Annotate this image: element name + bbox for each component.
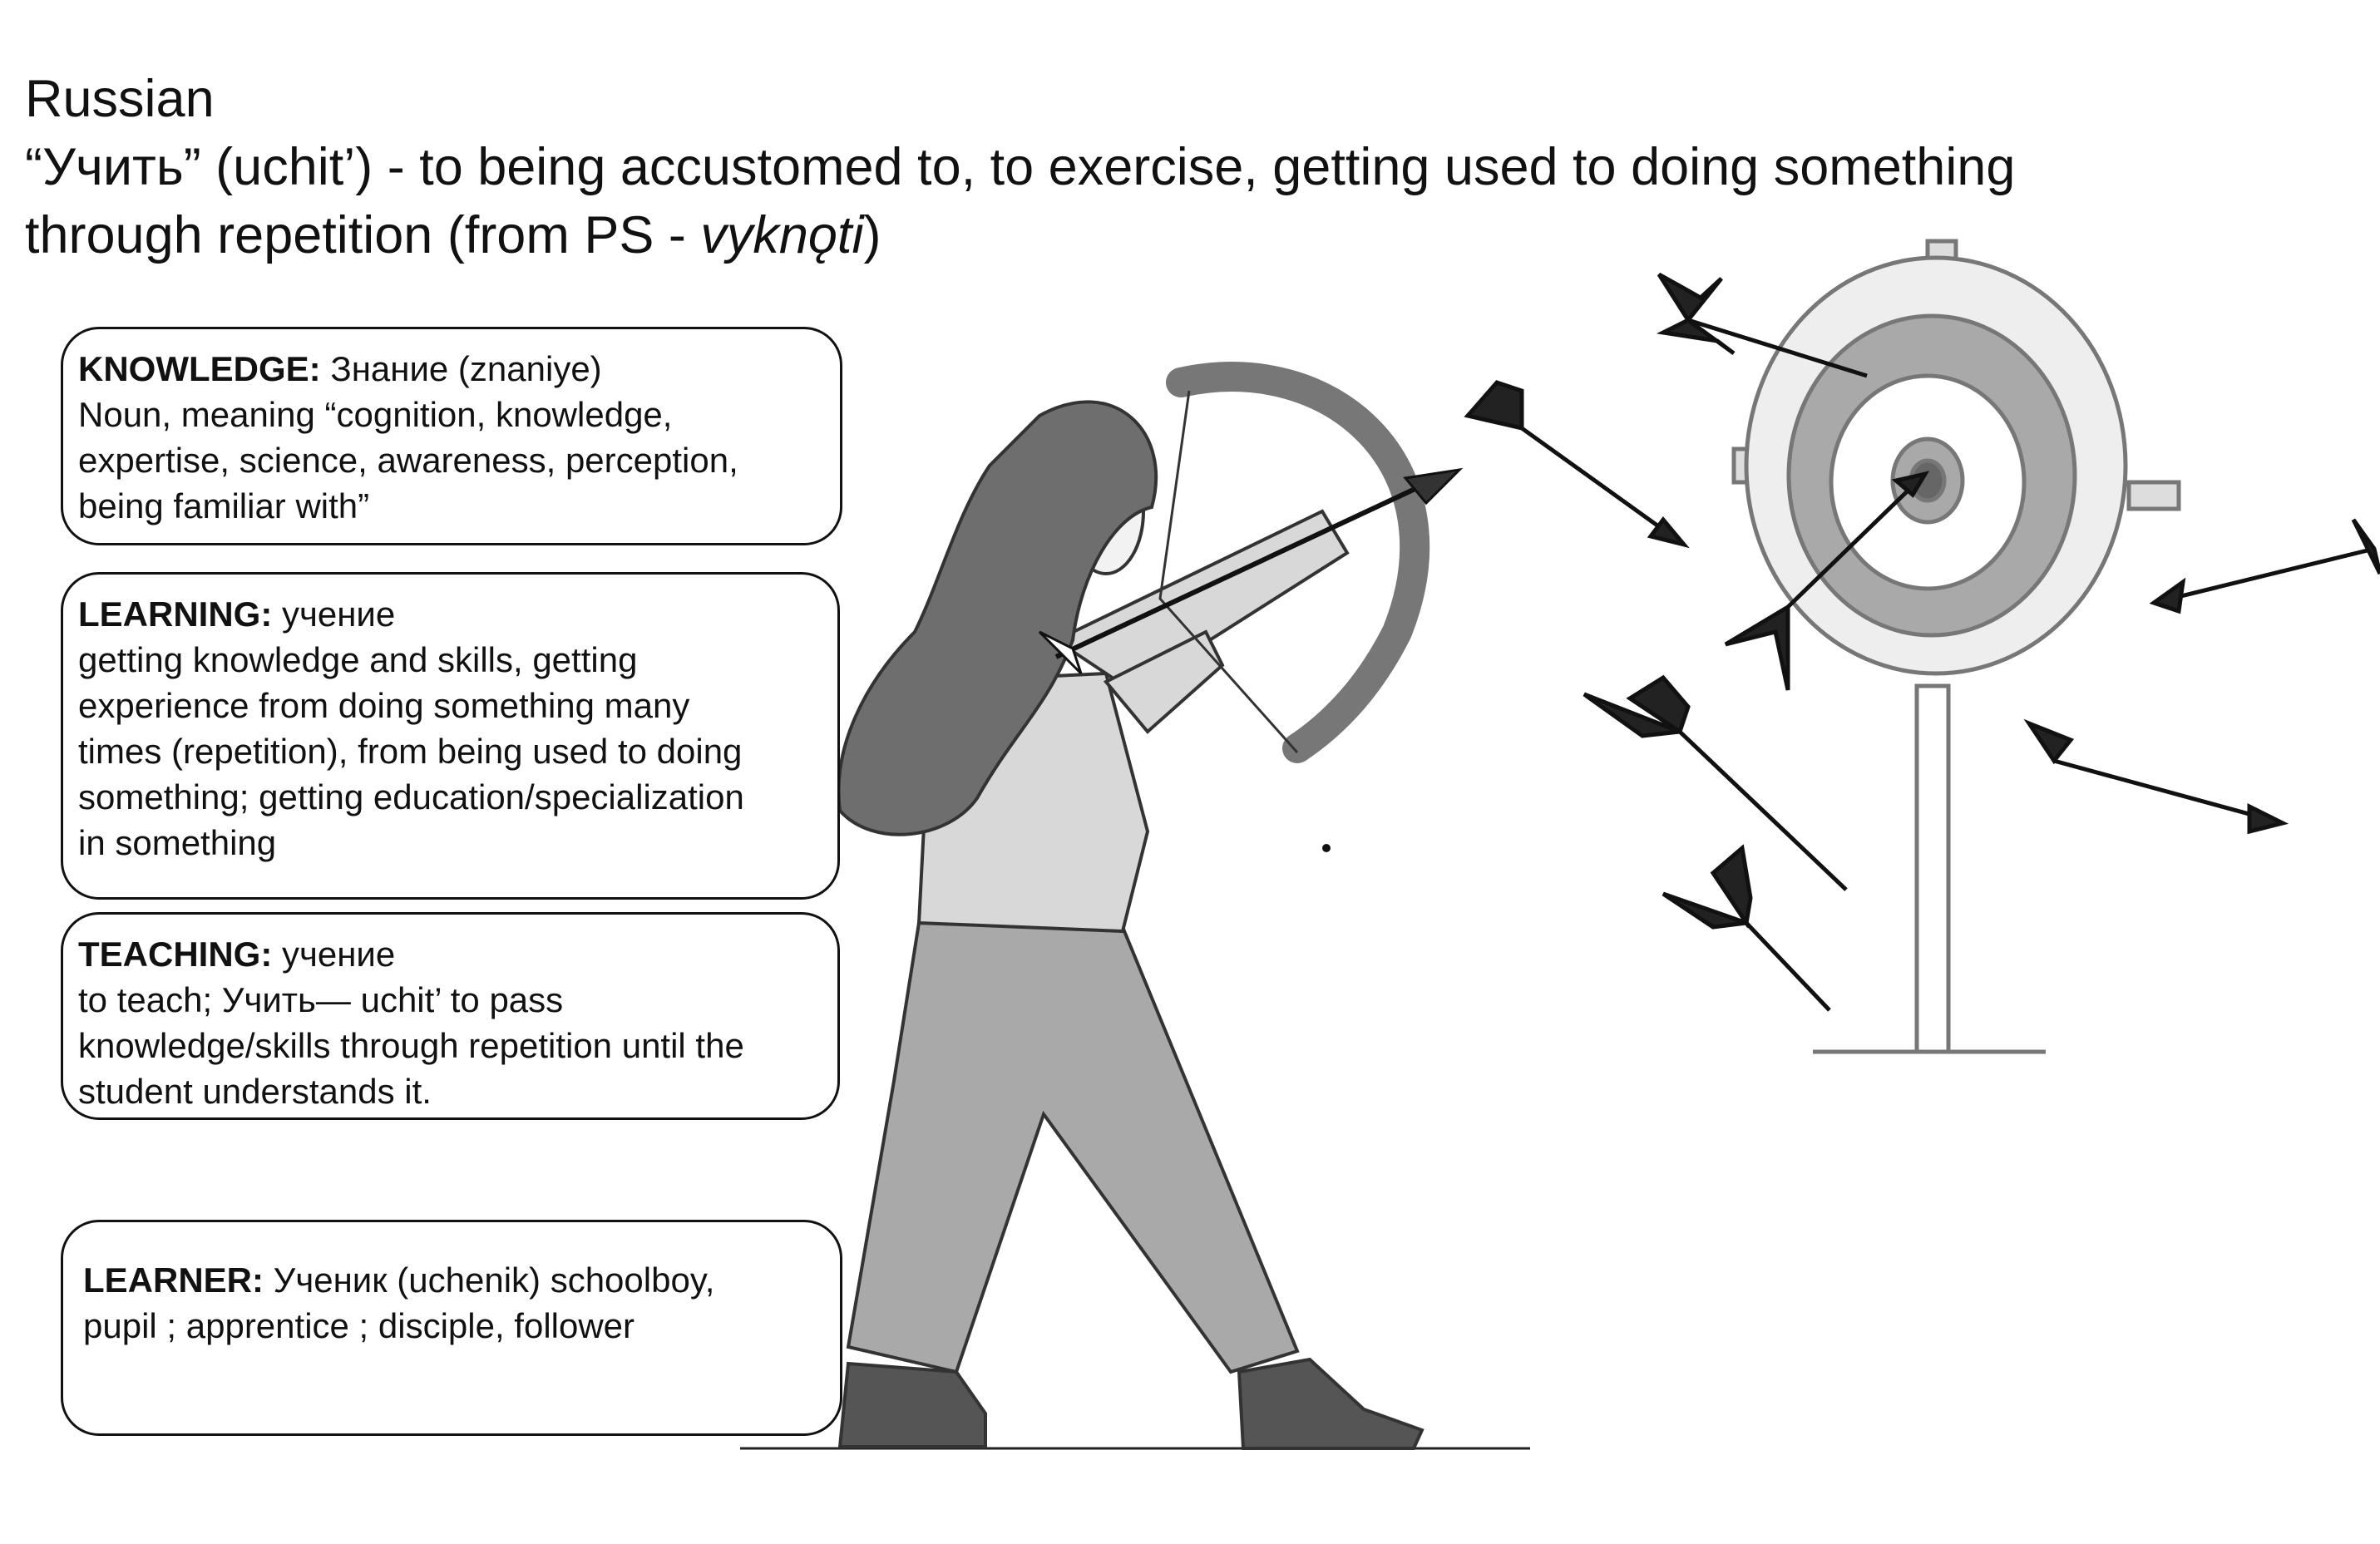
learning-line: experience from doing something many <box>78 686 690 725</box>
archer-legs <box>846 920 1300 1374</box>
teaching-line: knowledge/skills through repetition unti… <box>78 1026 744 1065</box>
bow-string <box>1158 390 1299 753</box>
learning-line: times (repetition), from being used to d… <box>78 732 743 771</box>
archer-left-shoe <box>837 1361 987 1448</box>
archer <box>837 400 1425 1450</box>
drawn-arrow <box>1054 471 1449 659</box>
etymology-close: ) <box>863 206 881 264</box>
language-title: Russian <box>25 70 215 128</box>
knowledge-term: KNOWLEDGE: <box>78 349 321 388</box>
knowledge-card: KNOWLEDGE: Знание (znaniye) Noun, meanin… <box>61 327 842 545</box>
etymology-line: through repetition (from PS - vyknǫti) <box>25 201 2353 269</box>
bow <box>1166 362 1429 763</box>
target <box>1731 239 2181 1054</box>
word-definition: “Учить” (uchit’) - to being accustomed t… <box>25 138 2016 196</box>
learning-term: LEARNING: <box>78 594 273 634</box>
learning-line: something; getting education/specializat… <box>78 777 744 816</box>
archer-right-shoe <box>1237 1357 1425 1450</box>
learning-word: учение <box>272 594 396 634</box>
learner-card: LEARNER: Ученик (uchenik) schoolboy, pup… <box>61 1220 842 1436</box>
arrows <box>1464 272 2380 1012</box>
knowledge-line: expertise, science, awareness, perceptio… <box>78 441 738 480</box>
archer-hair <box>837 400 1158 836</box>
etymology-text: through repetition (from PS - <box>25 206 701 264</box>
teaching-heading: TEACHING: учение <box>78 931 824 977</box>
learning-line: getting knowledge and skills, getting <box>78 640 638 679</box>
teaching-line: student understands it. <box>78 1072 432 1111</box>
learning-line: in something <box>78 823 277 862</box>
teaching-term: TEACHING: <box>78 935 273 974</box>
learning-card: LEARNING: учение getting knowledge and s… <box>61 572 840 900</box>
learner-line: pupil ; apprentice ; disciple, follower <box>83 1306 635 1345</box>
teaching-word: учение <box>272 935 396 974</box>
learning-heading: LEARNING: учение <box>78 591 824 637</box>
teaching-line: to teach; Учить— uchit’ to pass <box>78 980 564 1019</box>
learner-word: Ученик (uchenik) schoolboy, <box>264 1260 715 1300</box>
target-stand-post <box>1914 683 1951 1054</box>
proto-slavic-word: vyknǫti <box>700 206 864 264</box>
knowledge-word: Знание (znaniye) <box>320 349 602 388</box>
learner-term: LEARNER: <box>83 1260 264 1300</box>
knowledge-line: Noun, meaning “cognition, knowledge, <box>78 395 673 434</box>
header: Russian “Учить” (uchit’) - to being accu… <box>25 65 2353 269</box>
teaching-card: TEACHING: учение to teach; Учить— uchit’… <box>61 912 840 1120</box>
knowledge-heading: KNOWLEDGE: Знание (znaniye) <box>78 346 827 392</box>
knowledge-line: being familiar with” <box>78 486 370 525</box>
learner-heading: LEARNER: Ученик (uchenik) schoolboy, <box>83 1257 827 1303</box>
